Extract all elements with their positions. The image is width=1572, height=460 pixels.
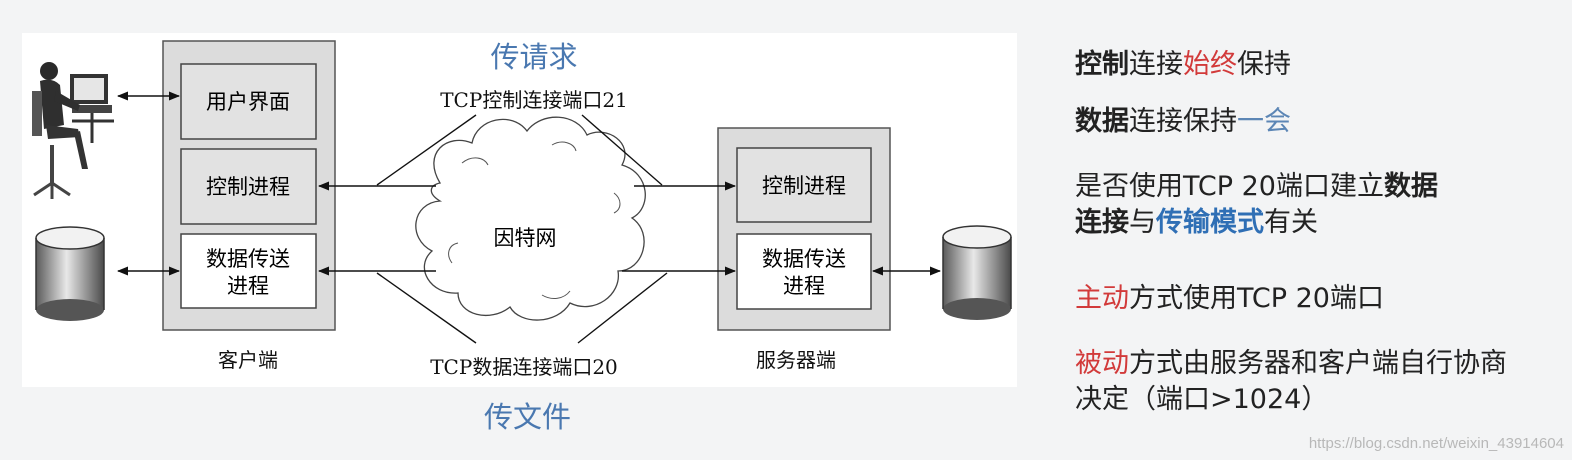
client-data-label-1: 数据传送 — [206, 247, 290, 271]
note1-c: 始终 — [1183, 49, 1237, 80]
user-at-computer-icon — [32, 62, 114, 199]
client-ui-label: 用户界面 — [206, 90, 290, 114]
note2-c: 一会 — [1237, 106, 1291, 137]
client-label: 客户端 — [218, 348, 278, 372]
note3-c: 连接 — [1075, 207, 1129, 238]
client-database-icon — [35, 226, 105, 321]
control-connection-label: TCP控制连接端口21 — [440, 88, 628, 112]
note3-e: 传输模式 — [1156, 207, 1264, 238]
client-control-label: 控制进程 — [206, 175, 290, 199]
server-label: 服务器端 — [756, 348, 836, 372]
note4-b: 方式使用TCP 20端口 — [1129, 283, 1384, 314]
note4-a: 主动 — [1075, 283, 1129, 314]
internet-cloud: 因特网 — [415, 116, 646, 321]
connection-lines — [116, 91, 942, 344]
note5-a: 被动 — [1075, 348, 1129, 379]
note1-d: 保持 — [1237, 49, 1291, 80]
note3-a: 是否使用TCP 20端口建立 — [1075, 171, 1384, 202]
server-control-label: 控制进程 — [762, 174, 846, 198]
ftp-diagram: 用户界面 控制进程 数据传送 进程 控制进程 数据传送 进程 因特网 传请求 T… — [32, 40, 1012, 379]
note5-c: 决定（端口>1024） — [1075, 384, 1329, 415]
server-data-label-1: 数据传送 — [762, 247, 846, 271]
server-data-label-2: 进程 — [783, 274, 825, 298]
diagram-panel: 用户界面 控制进程 数据传送 进程 控制进程 数据传送 进程 因特网 传请求 T… — [22, 33, 1017, 387]
note-control-connection: 控制连接始终保持 — [1075, 46, 1291, 84]
note-port20-line1: 是否使用TCP 20端口建立数据 — [1075, 168, 1438, 206]
client-data-label-2: 进程 — [227, 274, 269, 298]
bottom-caption: 传文件 — [484, 400, 572, 434]
note1-b: 连接 — [1129, 49, 1183, 80]
note2-b: 连接保持 — [1129, 106, 1237, 137]
server-box: 控制进程 数据传送 进程 — [717, 127, 891, 331]
note2-a: 数据 — [1075, 106, 1129, 137]
watermark: https://blog.csdn.net/weixin_43914604 — [1308, 435, 1564, 452]
client-box: 用户界面 控制进程 数据传送 进程 — [162, 40, 336, 331]
client-ui-box — [180, 63, 317, 140]
top-caption: 传请求 — [490, 40, 577, 74]
note3-b: 数据 — [1383, 171, 1438, 202]
server-data-box — [736, 233, 872, 310]
server-control-box — [736, 147, 872, 223]
client-control-box — [180, 148, 317, 225]
note-passive-mode: 被动方式由服务器和客户端自行协商 — [1075, 345, 1507, 383]
note-active-mode: 主动方式使用TCP 20端口 — [1075, 280, 1384, 318]
note-data-connection: 数据连接保持一会 — [1075, 103, 1291, 141]
client-data-box — [180, 233, 317, 309]
data-connection-label: TCP数据连接端口20 — [430, 355, 618, 379]
notes-panel: 控制连接始终保持 数据连接保持一会 是否使用TCP 20端口建立数据 连接与传输… — [1075, 0, 1565, 460]
note1-a: 控制 — [1075, 49, 1129, 80]
server-database-icon — [942, 225, 1012, 320]
note5-b: 方式由服务器和客户端自行协商 — [1129, 348, 1507, 379]
cloud-label: 因特网 — [494, 226, 557, 250]
note-port20-line2: 连接与传输模式有关 — [1075, 204, 1318, 242]
note3-d: 与 — [1129, 207, 1156, 238]
note-passive-mode-line2: 决定（端口>1024） — [1075, 381, 1328, 419]
note3-f: 有关 — [1264, 207, 1318, 238]
